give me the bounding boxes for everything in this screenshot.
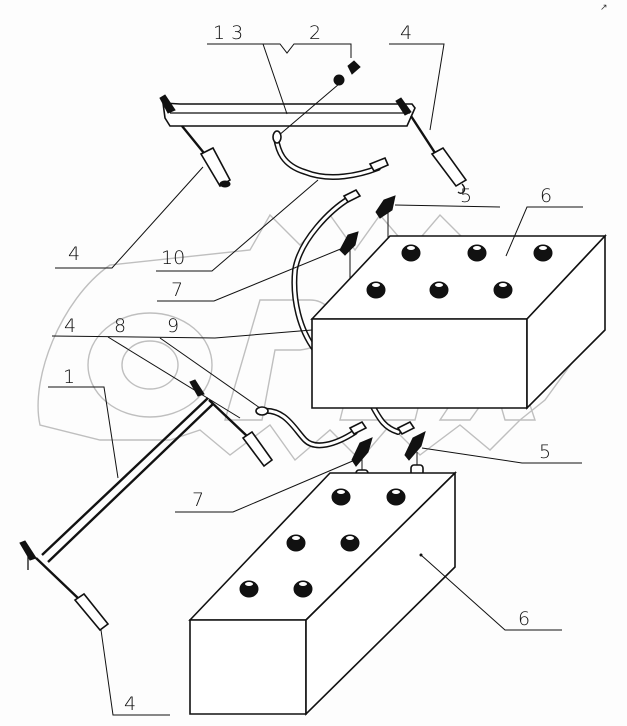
battery-terminals — [366, 244, 553, 299]
leader-10 — [156, 179, 319, 272]
battery-front-face — [189, 619, 307, 715]
top-right-rod — [409, 115, 468, 194]
cable-lug — [348, 420, 368, 436]
rod-sleeve — [241, 430, 274, 468]
terminal-clamp-5 — [404, 431, 426, 461]
leader-7a — [157, 247, 344, 302]
rod-sleeve — [430, 146, 468, 188]
leader-1 — [48, 386, 119, 479]
lower-rod-right — [208, 399, 274, 468]
callout-6-upper: 6 — [540, 185, 552, 207]
lower-battery — [188, 471, 457, 716]
leader-4b — [55, 166, 204, 269]
upper-battery — [310, 233, 607, 410]
callout-4-bottom: 4 — [124, 693, 136, 715]
rod-shaft — [208, 399, 249, 438]
bar-bolt — [189, 379, 205, 397]
leader-6a — [505, 206, 583, 257]
leader-9 — [159, 337, 261, 409]
rod-shaft — [35, 557, 81, 601]
cable-lug — [368, 156, 390, 173]
battery-side-face — [526, 233, 606, 410]
top-bar-right-bolt — [395, 97, 412, 116]
terminal-clamp-7 — [351, 437, 373, 467]
callout-7-upper: 7 — [171, 279, 183, 301]
fastener-axis — [277, 83, 340, 137]
cable-lug — [342, 188, 362, 204]
callout-7-lower: 7 — [192, 489, 204, 511]
callout-4-top-right: 4 — [400, 22, 412, 44]
leader-7b — [175, 459, 356, 513]
battery-terminals — [239, 488, 406, 598]
fastener — [277, 60, 361, 137]
leader-2 — [263, 43, 352, 58]
bar-edge-top — [41, 397, 209, 556]
leader-4c-8-9 — [51, 329, 313, 339]
callout-10: 10 — [161, 247, 185, 269]
callout-6-lower: 6 — [518, 608, 530, 630]
leader-4d — [100, 629, 170, 716]
cable-8 — [255, 406, 368, 449]
rod-sleeve — [73, 592, 110, 632]
callout-5-lower: 5 — [539, 441, 551, 463]
rod-sleeve — [199, 146, 232, 188]
battery-side-face — [305, 471, 456, 716]
callout-4-top-left: 4 — [68, 243, 80, 265]
terminal-clamp-5 — [375, 195, 396, 219]
cable-lug — [396, 420, 416, 436]
rod-end — [219, 180, 231, 188]
top-bar-body — [162, 102, 416, 127]
cable-lug — [272, 130, 282, 144]
rod-hook — [457, 183, 466, 194]
top-left-rod — [181, 125, 232, 188]
fastener-bolt — [347, 60, 361, 75]
leader-5a — [394, 204, 501, 208]
watermark-letter-o-inner — [121, 340, 179, 390]
top-hold-down-bar — [159, 94, 416, 127]
terminal-clamp-7 — [339, 231, 359, 256]
callout-9: 9 — [167, 315, 179, 337]
callout-labels: 1 3 2 4 5 6 4 10 7 4 8 9 1 5 7 6 4 — [63, 22, 552, 715]
watermark-letter-o — [87, 312, 213, 418]
callout-2: 2 — [309, 22, 321, 44]
leader-4a — [389, 43, 445, 131]
leader-5b — [421, 447, 582, 464]
callout-1: 1 — [63, 366, 75, 388]
callout-5-upper: 5 — [460, 185, 472, 207]
watermark-outline — [37, 213, 601, 462]
battery-front-face — [311, 318, 528, 409]
callout-13: 1 3 — [213, 22, 243, 44]
bar-edge-bottom — [47, 403, 214, 563]
callout-4-middle: 4 — [64, 315, 76, 337]
corner-mark: ↗ — [600, 2, 608, 12]
top-bar-left-bolt — [159, 94, 176, 114]
leader-lines — [48, 43, 583, 716]
fastener-nut — [333, 74, 345, 86]
cable-10 — [272, 130, 390, 180]
callout-8: 8 — [114, 315, 126, 337]
leader-6b — [420, 554, 562, 631]
lower-hold-down-bar — [19, 379, 214, 570]
rod-shaft — [409, 115, 439, 157]
cable-lug — [255, 406, 269, 416]
leader-8 — [107, 336, 241, 419]
lower-rod-left — [35, 557, 110, 632]
